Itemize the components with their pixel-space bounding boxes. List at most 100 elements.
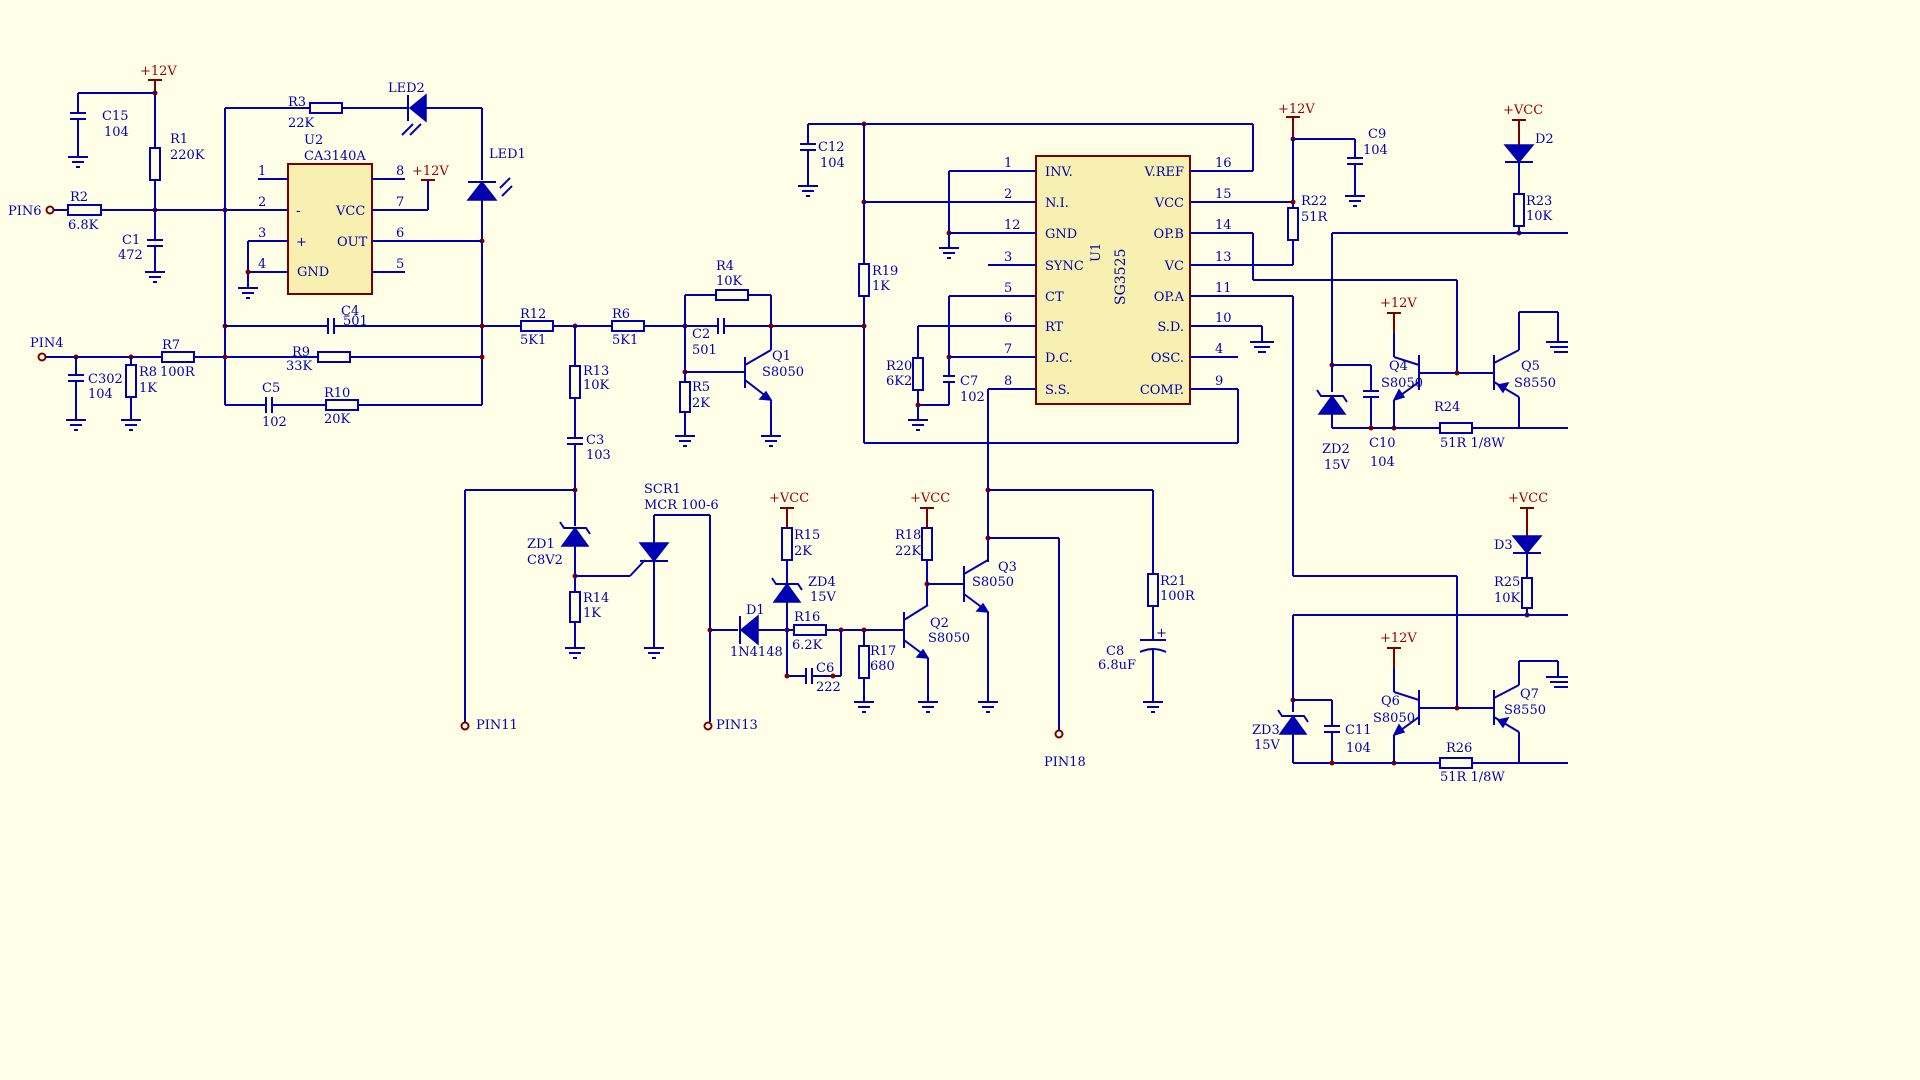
part-value: 100R: [160, 365, 196, 380]
part-value: 6.2K: [792, 638, 823, 653]
pin-name: -: [296, 203, 301, 219]
ground-icon: [1546, 341, 1568, 353]
part-ref: Q2: [930, 616, 949, 631]
part-ref: C4: [341, 304, 359, 319]
part-ref: R6: [612, 307, 630, 322]
part-value: 10K: [1526, 209, 1553, 224]
pin-number: 8: [1004, 374, 1012, 389]
ground-icon: [68, 156, 88, 168]
part-value: 15V: [810, 590, 837, 605]
part-ref: C15: [102, 109, 129, 124]
part-ref: Q6: [1381, 694, 1400, 709]
pin-name: RT: [1045, 320, 1064, 335]
part-value: 220K: [170, 148, 205, 163]
diode-icon: [1503, 144, 1535, 164]
part-ref: R19: [872, 264, 898, 279]
pin-name: SYNC: [1045, 259, 1084, 274]
pin-name: N.I.: [1045, 196, 1069, 211]
part-ref: Q4: [1389, 359, 1408, 374]
part-ref: D1: [746, 603, 765, 618]
part-ref: R10: [324, 386, 350, 401]
part-ref: LED2: [388, 81, 425, 96]
part-value: 1K: [583, 606, 601, 621]
pin-name: OP.B: [1154, 227, 1184, 242]
ic-u2[interactable]: [287, 163, 373, 295]
supply-label: +VCC: [1503, 103, 1543, 118]
part-ref: C3: [586, 433, 604, 448]
part-ref: R18: [895, 528, 921, 543]
chip-ref: U1: [1089, 243, 1104, 262]
part-ref: Q3: [998, 560, 1017, 575]
zener-diode-icon: [1277, 709, 1309, 735]
pin-number: 5: [1004, 281, 1012, 296]
npn-transistor-icon: [903, 604, 930, 659]
pnp-transistor-icon: [1493, 684, 1520, 733]
part-ref: R16: [794, 610, 820, 625]
ground-icon: [798, 185, 818, 197]
part-ref: C5: [262, 381, 280, 396]
supply-label: +12V: [1278, 102, 1315, 117]
part-value: 22K: [895, 544, 922, 559]
ground-icon: [761, 435, 781, 447]
connector-pin[interactable]: [37, 352, 47, 362]
ground-icon: [1345, 195, 1365, 207]
pin-number: 6: [1004, 311, 1012, 326]
led-icon: [401, 93, 427, 136]
npn-transistor-icon: [744, 349, 773, 401]
pin-name: VCC: [1154, 196, 1184, 211]
pin-name: GND: [1045, 227, 1077, 242]
supply-label: +VCC: [910, 491, 950, 506]
part-value: S8550: [1514, 376, 1556, 391]
pin-number: 8: [396, 164, 404, 179]
part-value: 51R 1/8W: [1440, 436, 1505, 451]
part-value: 1N4148: [730, 645, 783, 660]
pin-number: 7: [1004, 342, 1012, 357]
ic-u1[interactable]: [1035, 155, 1191, 405]
part-ref: R21: [1160, 574, 1186, 589]
pin-name: +: [296, 235, 307, 250]
part-ref: ZD3: [1252, 723, 1280, 738]
chip-part: CA3140A: [304, 149, 366, 164]
pin-number: 3: [1004, 250, 1012, 265]
part-ref: D2: [1535, 132, 1554, 147]
connector-pin[interactable]: [460, 721, 470, 731]
part-value: 6K2: [886, 374, 912, 389]
part-value: 15V: [1324, 458, 1351, 473]
pin-label: PIN4: [30, 336, 64, 351]
part-ref: LED1: [489, 147, 526, 162]
diode-icon: [739, 614, 759, 646]
part-ref: R20: [886, 359, 912, 374]
connector-pin[interactable]: [1054, 729, 1064, 739]
part-ref: C11: [1345, 723, 1372, 738]
part-value: 104: [1370, 455, 1395, 470]
part-value: S8050: [972, 575, 1014, 590]
pin-number: 2: [1004, 187, 1012, 202]
supply-label: +VCC: [769, 491, 809, 506]
part-value: 102: [960, 390, 985, 405]
pin-number: 16: [1215, 156, 1232, 171]
part-ref: C2: [692, 327, 710, 342]
pin-name: D.C.: [1045, 351, 1073, 366]
npn-transistor-icon: [1392, 690, 1420, 737]
part-value: 100R: [1160, 589, 1196, 604]
part-ref: C8: [1106, 644, 1124, 659]
npn-transistor-icon: [963, 559, 990, 613]
supply-label: +VCC: [1508, 491, 1548, 506]
part-ref: D3: [1494, 538, 1513, 553]
part-ref: R14: [583, 591, 609, 606]
part-value: 104: [1346, 741, 1371, 756]
part-ref: R25: [1494, 575, 1520, 590]
ground-icon: [1143, 701, 1163, 713]
pin-name: S.D.: [1157, 320, 1184, 335]
pin-name: OUT: [337, 235, 368, 250]
connector-pin[interactable]: [45, 205, 55, 215]
scr-icon: [638, 542, 670, 563]
pin-label: PIN13: [716, 718, 758, 733]
part-ref: C6: [816, 661, 834, 676]
pin-label: PIN11: [476, 718, 518, 733]
connector-pin[interactable]: [703, 721, 713, 731]
part-value: 501: [692, 343, 717, 358]
pin-number: 2: [258, 195, 266, 210]
ground-icon: [121, 419, 141, 431]
pin-number: 1: [258, 164, 266, 179]
